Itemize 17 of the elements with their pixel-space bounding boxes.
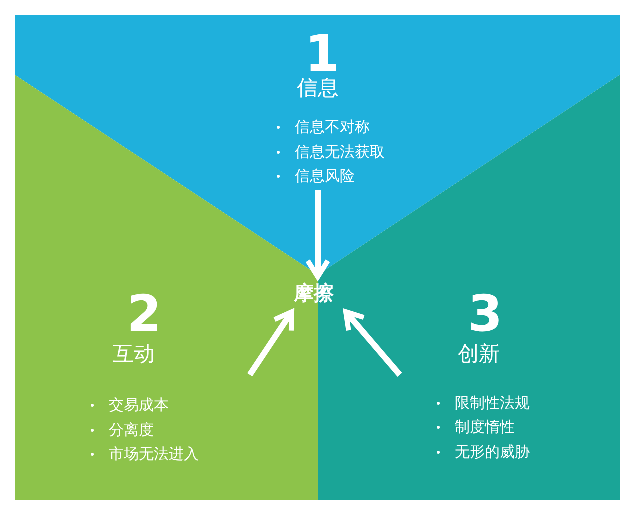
arrow: [248, 310, 294, 377]
bullet-item: 分离度: [89, 422, 154, 438]
center-label: 摩擦: [294, 282, 334, 304]
step-number: 2: [127, 287, 162, 342]
arrow: [306, 190, 330, 280]
section-heading: 互动: [113, 343, 155, 366]
section-heading: 创新: [458, 343, 500, 366]
bullet-item: 无形的威胁: [435, 444, 530, 460]
arrow: [344, 310, 402, 377]
step-number: 3: [468, 287, 503, 342]
bullet-item: 信息不对称: [275, 119, 370, 136]
bullet-item: 信息风险: [275, 168, 355, 184]
bullet-item: 制度惰性: [435, 419, 515, 436]
bullet-item: 信息无法获取: [275, 144, 385, 160]
bullet-item: 限制性法规: [435, 395, 530, 412]
bullet-item: 交易成本: [89, 397, 169, 414]
bullet-item: 市场无法进入: [89, 446, 199, 462]
